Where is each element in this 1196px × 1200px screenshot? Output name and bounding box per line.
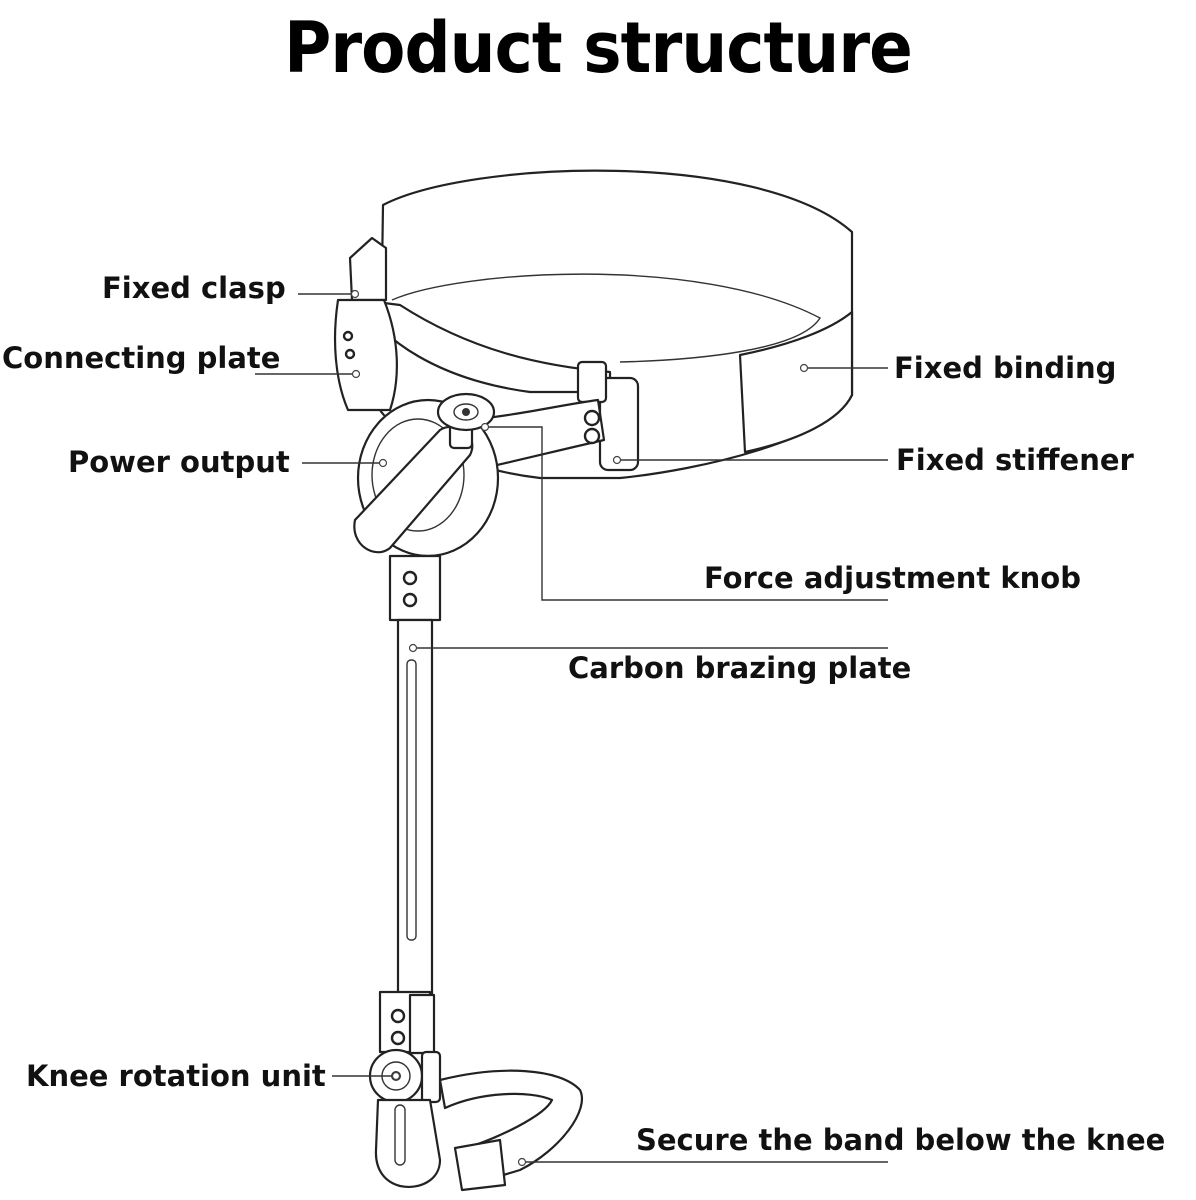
label-fixed-binding: Fixed binding xyxy=(894,351,1117,385)
diagram-title: Product structure xyxy=(284,7,913,89)
label-fixed-stiffener: Fixed stiffener xyxy=(896,443,1134,477)
waist-belt-inner xyxy=(391,273,821,363)
upper-mount-block xyxy=(388,554,442,622)
label-knee-rotation-unit: Knee rotation unit xyxy=(26,1059,326,1093)
label-secure-band: Secure the band below the knee xyxy=(636,1123,1166,1157)
label-connecting-plate: Connecting plate xyxy=(2,341,281,375)
fixed-binding-pad xyxy=(738,310,854,454)
stiffener-clip xyxy=(576,360,608,404)
label-power-output: Power output xyxy=(68,445,290,479)
linkage-arm xyxy=(466,398,606,472)
label-force-adjustment-knob: Force adjustment knob xyxy=(704,561,1081,595)
connecting-plate xyxy=(333,298,398,412)
carbon-brazing-plate xyxy=(396,618,434,1002)
label-carbon-brazing-plate: Carbon brazing plate xyxy=(568,651,912,685)
leader-lines xyxy=(255,289,888,1167)
label-fixed-clasp: Fixed clasp xyxy=(102,271,286,305)
lower-shin-piece xyxy=(374,1098,442,1188)
